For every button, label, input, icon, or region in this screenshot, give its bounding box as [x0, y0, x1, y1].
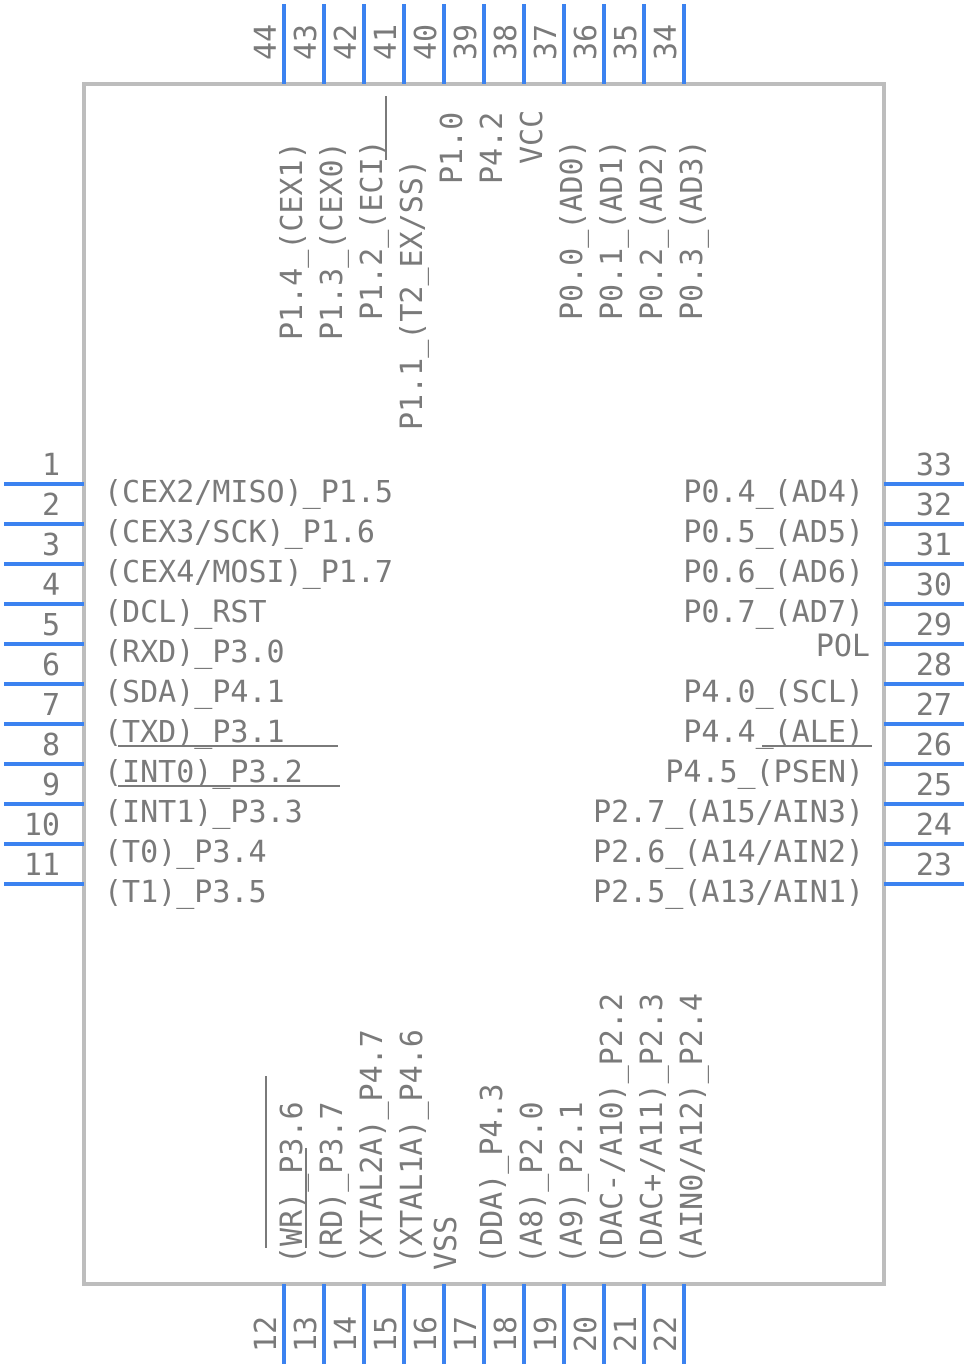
pin-number: 18: [489, 1316, 524, 1352]
pin-label: P1.0: [435, 112, 470, 184]
pin-number: 11: [24, 848, 60, 883]
pin-label: VCC: [515, 110, 550, 164]
pin-number: 27: [916, 688, 952, 723]
pin-number: 41: [369, 24, 404, 60]
pin-label: (CEX3/SCK)_P1.6: [104, 515, 375, 550]
pin-label: P0.2_(AD2): [635, 139, 670, 320]
pin-number: 6: [42, 648, 60, 683]
pin-label: (AIN0/A12)_P2.4: [675, 993, 710, 1264]
pin-number: 37: [529, 24, 564, 60]
pin-label: (DCL)_RST: [104, 595, 267, 630]
pin-number: 28: [916, 648, 952, 683]
pin-label: VSS: [429, 1216, 464, 1270]
pin-label: (XTAL2A)_P4.7: [355, 1029, 390, 1264]
pin-number: 30: [916, 568, 952, 603]
pin-number: 2: [42, 488, 60, 523]
pin-label: P0.1_(AD1): [595, 139, 630, 320]
pin-number: 12: [249, 1316, 284, 1352]
pin-label: (CEX4/MOSI)_P1.7: [104, 555, 393, 590]
pin-label: P4.0_(SCL): [683, 675, 864, 710]
pin-number: 23: [916, 848, 952, 883]
pin-number: 15: [369, 1316, 404, 1352]
pin-number: 34: [649, 24, 684, 60]
left-pins: 1 2 3 4 5 6 7 8 9 10 11 (CEX2/MISO)_P1.5…: [4, 448, 393, 910]
pin-label: P1.1_(T2_EX/SS): [395, 159, 430, 430]
pin-number: 5: [42, 608, 60, 643]
pin-label: P0.6_(AD6): [683, 555, 864, 590]
pin-label: (WR)_P3.6: [275, 1101, 310, 1264]
pin-number: 35: [609, 24, 644, 60]
pin-number: 3: [42, 528, 60, 563]
pin-number: 21: [609, 1316, 644, 1352]
pin-label: P0.5_(AD5): [683, 515, 864, 550]
pin-label: (DDA)_P4.3: [475, 1083, 510, 1264]
pin-number: 43: [289, 24, 324, 60]
pin-label: P0.0_(AD0): [555, 139, 590, 320]
pin-number: 4: [42, 568, 60, 603]
pin-number: 33: [916, 448, 952, 483]
pin-number: 20: [569, 1316, 604, 1352]
chip-body: [82, 82, 886, 1286]
pin-label: (INT1)_P3.3: [104, 795, 303, 830]
pin-label: P4.2: [475, 112, 510, 184]
pin-label: P0.4_(AD4): [683, 475, 864, 510]
pin-label: P1.4_(CEX1): [275, 141, 310, 340]
right-pins: 33 32 31 30 29 28 27 26 25 24 23 P0.4_(A…: [593, 448, 964, 910]
pin-label: P4.4_(ALE): [683, 715, 864, 750]
pin-number: 26: [916, 728, 952, 763]
pin-number: 40: [409, 24, 444, 60]
pin-label: P2.7_(A15/AIN3): [593, 795, 864, 830]
pin-number: 42: [329, 24, 364, 60]
pin-number: 29: [916, 608, 952, 643]
pin-label: P0.3_(AD3): [675, 139, 710, 320]
pin-number: 32: [916, 488, 952, 523]
pin-label: (DAC+/A11)_P2.3: [635, 993, 670, 1264]
pin-label: (DAC-/A10)_P2.2: [595, 993, 630, 1264]
pin-label: (A9)_P2.1: [555, 1101, 590, 1264]
pin-label: (TXD)_P3.1: [104, 715, 285, 750]
pin-number: 16: [409, 1316, 444, 1352]
pin-label: P2.5_(A13/AIN1): [593, 875, 864, 910]
pin-number: 19: [529, 1316, 564, 1352]
pin-number: 7: [42, 688, 60, 723]
pin-label: P0.7_(AD7): [683, 595, 864, 630]
pin-label: (A8)_P2.0: [515, 1101, 550, 1264]
pin-label: (SDA)_P4.1: [104, 675, 285, 710]
pin-number: 24: [916, 808, 952, 843]
pin-number: 14: [329, 1316, 364, 1352]
pin-label: P4.5_(PSEN): [665, 755, 864, 790]
pin-label: (RD)_P3.7: [315, 1101, 350, 1264]
pin-number: 25: [916, 768, 952, 803]
pin-label: P1.2_(ECI): [355, 139, 390, 320]
pin-number: 22: [649, 1316, 684, 1352]
pin-number: 31: [916, 528, 952, 563]
pin-label: P2.6_(A14/AIN2): [593, 835, 864, 870]
pin-label: (INT0)_P3.2: [104, 755, 303, 790]
pin-label: (T0)_P3.4: [104, 835, 267, 870]
pin-number: 36: [569, 24, 604, 60]
pin-number: 44: [249, 24, 284, 60]
pin-number: 9: [42, 768, 60, 803]
pin-number: 10: [24, 808, 60, 843]
pin-number: 13: [289, 1316, 324, 1352]
bottom-pins: 12 13 14 15 16 17 18 19 20 21 22 (WR)_P3…: [249, 993, 710, 1364]
pin-label: (T1)_P3.5: [104, 875, 267, 910]
pin-label: POL: [816, 629, 870, 664]
pin-label: (RXD)_P3.0: [104, 635, 285, 670]
pin-number: 38: [489, 24, 524, 60]
top-pins: 44 43 42 41 40 39 38 37 36 35 34 P1.4_(C…: [249, 4, 710, 430]
pin-number: 8: [42, 728, 60, 763]
pin-number: 17: [449, 1316, 484, 1352]
pin-label: (XTAL1A)_P4.6: [395, 1029, 430, 1264]
pin-label: (CEX2/MISO)_P1.5: [104, 475, 393, 510]
pin-label: P1.3_(CEX0): [315, 141, 350, 340]
pin-number: 39: [449, 24, 484, 60]
pin-number: 1: [42, 448, 60, 483]
